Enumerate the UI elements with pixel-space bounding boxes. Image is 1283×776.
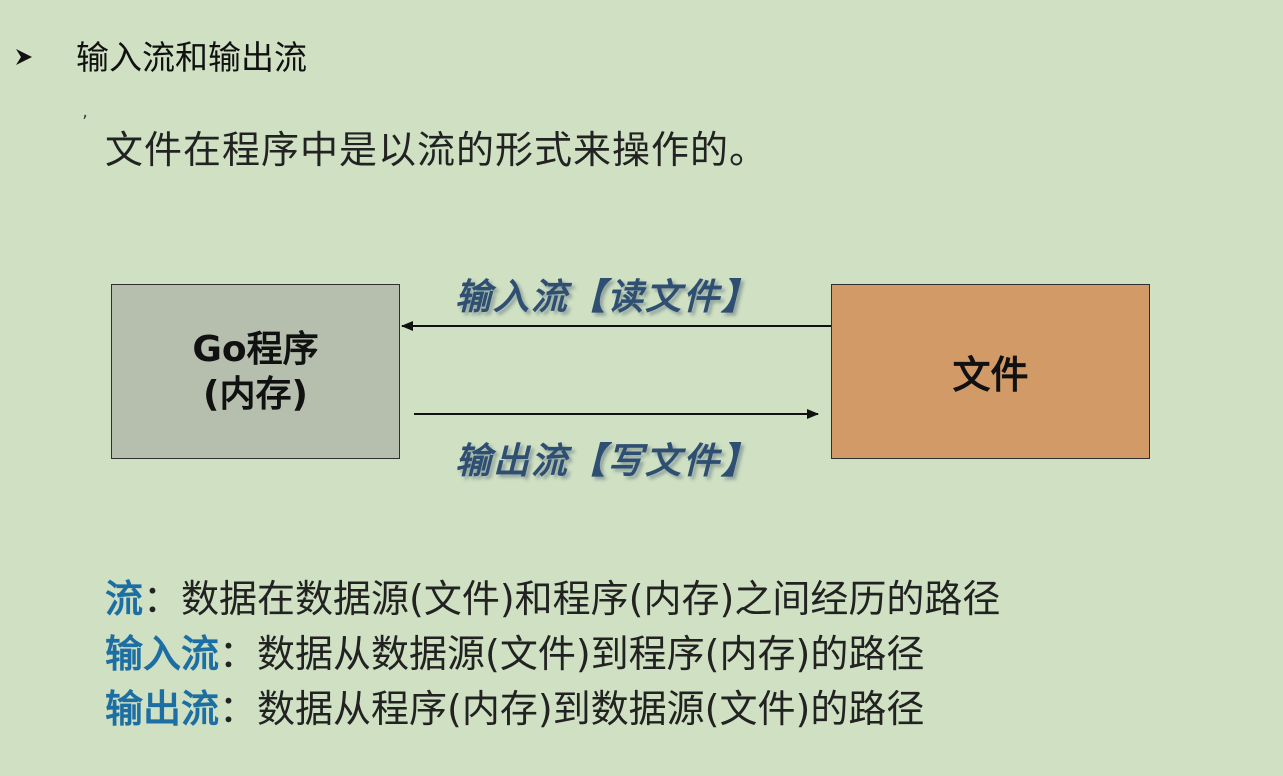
- definition-colon: ：: [143, 577, 182, 621]
- definitions: 流：数据在数据源(文件)和程序(内存)之间经历的路径 输入流：数据从数据源(文件…: [105, 572, 1000, 737]
- definition-text: 数据从程序(内存)到数据源(文件)的路径: [257, 687, 925, 731]
- intro-sentence: 文件在程序中是以流的形式来操作的。: [105, 128, 769, 172]
- definition-term: 流: [105, 577, 144, 621]
- program-box-line2: (内存): [203, 373, 308, 415]
- arrowhead-bullet-icon: [16, 49, 32, 65]
- file-box: 文件: [831, 284, 1150, 459]
- definition-colon: ：: [219, 632, 258, 676]
- definition-colon: ：: [219, 687, 258, 731]
- output-flow-label: 输出流【写文件】: [455, 440, 760, 482]
- definition-row: 流：数据在数据源(文件)和程序(内存)之间经历的路径: [105, 572, 1000, 627]
- definition-term: 输出流: [105, 687, 220, 731]
- definition-term: 输入流: [105, 632, 220, 676]
- program-box: Go程序 (内存): [111, 284, 400, 459]
- definition-row: 输出流：数据从程序(内存)到数据源(文件)的路径: [105, 682, 1000, 737]
- input-flow-label: 输入流【读文件】: [455, 276, 760, 318]
- section-title: 输入流和输出流: [76, 37, 307, 77]
- definition-text: 数据在数据源(文件)和程序(内存)之间经历的路径: [181, 577, 1001, 621]
- heading-row: 输入流和输出流: [14, 30, 307, 84]
- definition-row: 输入流：数据从数据源(文件)到程序(内存)的路径: [105, 627, 1000, 682]
- tick-mark: ʼ: [82, 112, 88, 133]
- definition-text: 数据从数据源(文件)到程序(内存)的路径: [257, 632, 925, 676]
- file-box-label: 文件: [952, 353, 1029, 397]
- program-box-line1: Go程序: [192, 328, 319, 370]
